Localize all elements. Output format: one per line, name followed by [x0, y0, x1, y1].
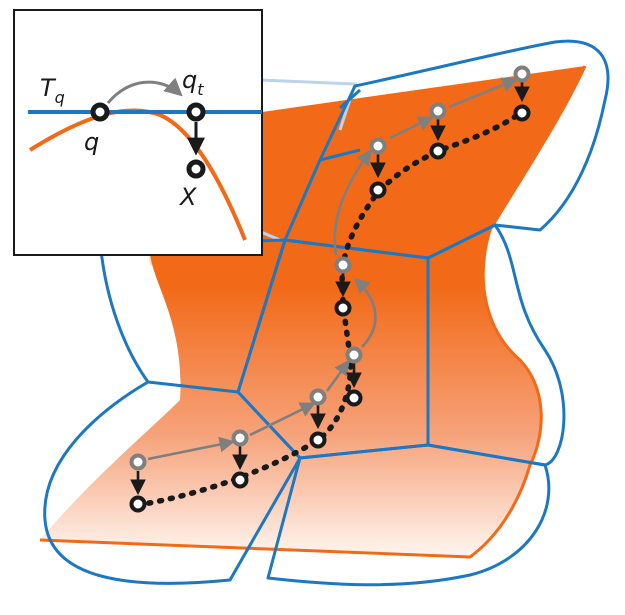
inset-panel: Tq q qt X [13, 9, 263, 256]
inset-point-q [90, 102, 110, 122]
retraction-arrows [130, 82, 530, 496]
label-point-qt: q [182, 66, 197, 94]
manifold-boundary [39, 65, 587, 559]
chart-bottom-left [43, 380, 302, 585]
label-point-qt-subscript: t [197, 80, 204, 99]
chart-top-right [283, 39, 610, 260]
label-tangent-subscript: q [55, 88, 65, 107]
manifold-body [40, 66, 585, 557]
tangent-points [129, 65, 531, 471]
label-tangent-space: T [40, 74, 57, 102]
tangent-step-arrows [147, 77, 518, 461]
label-point-q: q [84, 128, 99, 156]
svg-text:qt: qt [182, 66, 204, 99]
chart-right [427, 223, 566, 467]
chart-bottom-right [266, 443, 551, 587]
label-point-x: X [178, 183, 197, 211]
coordinate-charts [43, 39, 610, 587]
svg-text:Tq: Tq [40, 74, 65, 107]
manifold-points [129, 104, 531, 513]
inset-frame [13, 9, 263, 256]
inset-step-arrow [106, 77, 183, 104]
inset-point-qt [186, 102, 206, 122]
inset-point-x [186, 159, 206, 179]
chart-top-middle [319, 88, 362, 162]
inset-manifold-curve [28, 108, 247, 241]
